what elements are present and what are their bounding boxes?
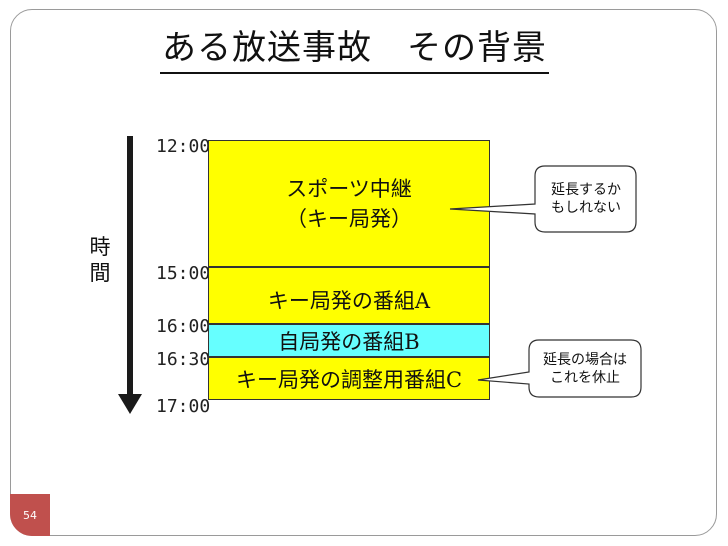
slide-title: ある放送事故 その背景: [160, 24, 549, 74]
slide-frame: [10, 9, 717, 536]
time-axis-arrowhead: [118, 394, 142, 414]
time-axis-line: [127, 136, 133, 398]
block-sports-line1: スポーツ中継: [286, 176, 412, 201]
block-sports-broadcast: スポーツ中継 （キー局発）: [208, 140, 490, 267]
page-number-badge: 54: [10, 494, 50, 536]
callout-suspend-line1: 延長の場合は: [543, 352, 627, 368]
time-tick-1700: 17:00: [156, 396, 211, 417]
page-number: 54: [23, 508, 37, 522]
callout-may-extend-line1: 延長するか: [551, 182, 621, 198]
block-program-b: 自局発の番組B: [208, 324, 490, 357]
time-axis-label: 時間: [89, 235, 111, 285]
callout-suspend-line2: これを休止: [550, 370, 620, 386]
time-tick-1600: 16:00: [156, 316, 211, 337]
time-tick-1500: 15:00: [156, 263, 211, 284]
time-tick-1200: 12:00: [156, 136, 211, 157]
time-tick-1630: 16:30: [156, 349, 211, 370]
callout-may-extend-line2: もしれない: [551, 200, 621, 216]
block-sports-line2: （キー局発）: [286, 206, 412, 231]
block-program-c: キー局発の調整用番組C: [208, 357, 490, 400]
block-program-a: キー局発の番組A: [208, 267, 490, 324]
